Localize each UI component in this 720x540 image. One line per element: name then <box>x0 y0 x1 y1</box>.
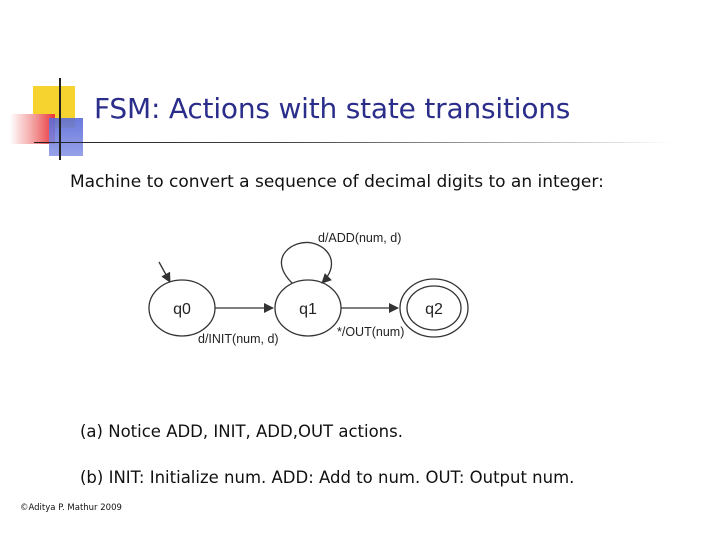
transition-label-out: */OUT(num) <box>337 325 404 339</box>
state-q1: q1 <box>274 279 342 337</box>
copyright-footer: ©Aditya P. Mathur 2009 <box>20 503 122 513</box>
state-q2-label: q2 <box>425 301 443 318</box>
note-a: (a) Notice ADD, INIT, ADD,OUT actions. <box>80 422 403 441</box>
transition-label-add: d/ADD(num, d) <box>318 231 401 245</box>
initial-arrow <box>158 261 171 283</box>
slide-title: FSM: Actions with state transitions <box>94 92 571 125</box>
decor-red-gradient <box>10 114 55 144</box>
note-b: (b) INIT: Initialize num. ADD: Add to nu… <box>80 468 575 487</box>
decor-vertical-line <box>59 78 61 160</box>
state-q0-label: q0 <box>173 301 191 318</box>
state-q1-label: q1 <box>299 301 317 318</box>
slide-subtitle: Machine to convert a sequence of decimal… <box>70 172 604 192</box>
fsm-diagram: q0 q1 q2 d/ADD(num, d) d/INIT(num, d) */… <box>148 231 469 346</box>
state-q2: q2 <box>399 278 469 338</box>
state-q0: q0 <box>148 279 216 337</box>
title-underline <box>34 142 674 143</box>
transition-label-init: d/INIT(num, d) <box>198 332 279 346</box>
decor-blue-square <box>49 118 83 156</box>
transition-q1-self-loop <box>280 241 333 284</box>
